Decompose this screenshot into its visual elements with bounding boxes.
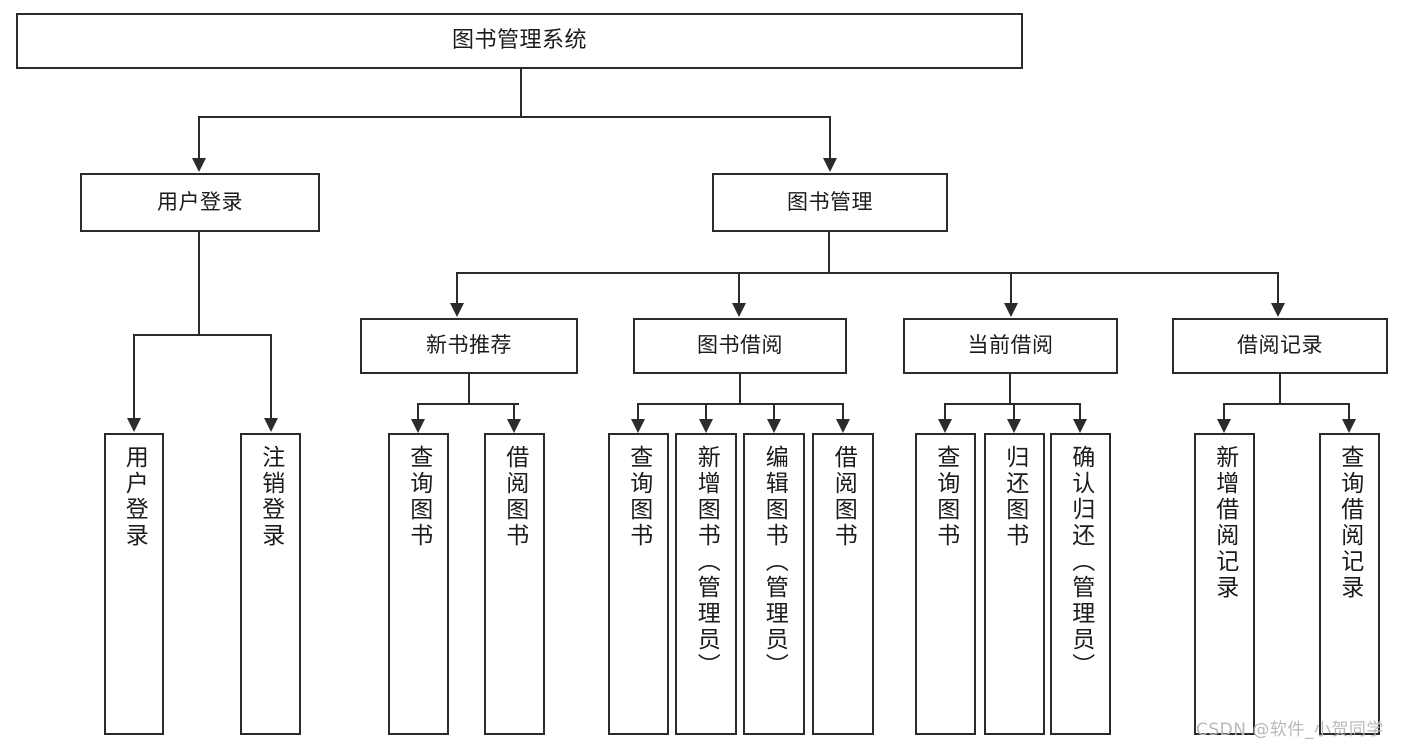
edge-group-drop bbox=[1348, 403, 1350, 419]
arrow-head-icon bbox=[450, 303, 464, 317]
edge-group-bar bbox=[638, 403, 843, 405]
edge-root-bar bbox=[199, 116, 831, 118]
arrow-head-icon bbox=[411, 419, 425, 433]
node-label: 新增图书（管理员） bbox=[693, 445, 720, 679]
edge-group-stem bbox=[468, 374, 470, 403]
node-label: 新书推荐 bbox=[426, 333, 512, 358]
node-book-borrow[interactable]: 图书借阅 bbox=[633, 318, 847, 374]
edge-group-drop bbox=[1013, 403, 1015, 419]
edge-group-bar bbox=[418, 403, 519, 405]
node-label: 借阅图书 bbox=[830, 445, 857, 549]
node-label: 用户登录 bbox=[157, 189, 243, 214]
node-label: 注销登录 bbox=[257, 445, 284, 549]
edge-group-drop bbox=[842, 403, 844, 419]
node-undefined[interactable]: 图书管理系统 bbox=[16, 13, 1023, 69]
node-leaf-query-book-3[interactable]: 查询图书 bbox=[915, 433, 976, 735]
arrow-head-icon bbox=[192, 158, 206, 172]
edge-bookmanage-drop bbox=[738, 272, 740, 303]
edge-userlogin-stem bbox=[198, 232, 200, 335]
node-label: 查询图书 bbox=[625, 445, 652, 549]
node-label: 查询借阅记录 bbox=[1336, 445, 1363, 601]
node-current-borrow[interactable]: 当前借阅 bbox=[903, 318, 1118, 374]
edge-group-bar bbox=[945, 403, 1080, 405]
edge-root-stem bbox=[520, 69, 522, 117]
edge-bookmanage-drop bbox=[1277, 272, 1279, 303]
node-label: 借阅记录 bbox=[1237, 333, 1323, 358]
edge-userlogin-drop bbox=[270, 334, 272, 418]
arrow-head-icon bbox=[1073, 419, 1087, 433]
node-leaf-query-book-1[interactable]: 查询图书 bbox=[388, 433, 449, 735]
node-label: 图书借阅 bbox=[697, 333, 783, 358]
edge-group-drop bbox=[1079, 403, 1081, 419]
arrow-head-icon bbox=[1004, 303, 1018, 317]
node-leaf-borrow-book-2[interactable]: 借阅图书 bbox=[812, 433, 874, 735]
node-leaf-user-logout[interactable]: 注销登录 bbox=[240, 433, 301, 735]
edge-group-drop bbox=[637, 403, 639, 419]
arrow-head-icon bbox=[264, 418, 278, 432]
edge-group-drop bbox=[417, 403, 419, 419]
arrow-head-icon bbox=[631, 419, 645, 433]
arrow-head-icon bbox=[507, 419, 521, 433]
node-label: 确认归还（管理员） bbox=[1067, 445, 1094, 679]
arrow-head-icon bbox=[1217, 419, 1231, 433]
arrow-head-icon bbox=[127, 418, 141, 432]
node-leaf-query-book-2[interactable]: 查询图书 bbox=[608, 433, 669, 735]
arrow-head-icon bbox=[699, 419, 713, 433]
edge-bookmanage-drop bbox=[1010, 272, 1012, 303]
node-leaf-edit-book[interactable]: 编辑图书（管理员） bbox=[743, 433, 805, 735]
node-label: 查询图书 bbox=[932, 445, 959, 549]
edge-group-stem bbox=[1009, 374, 1011, 403]
edge-group-drop bbox=[773, 403, 775, 419]
node-label: 编辑图书（管理员） bbox=[761, 445, 788, 679]
node-leaf-query-borrow-record[interactable]: 查询借阅记录 bbox=[1319, 433, 1380, 735]
node-leaf-confirm-return[interactable]: 确认归还（管理员） bbox=[1050, 433, 1111, 735]
arrow-head-icon bbox=[732, 303, 746, 317]
edge-root-drop bbox=[198, 116, 200, 158]
arrow-head-icon bbox=[1007, 419, 1021, 433]
node-label: 借阅图书 bbox=[501, 445, 528, 549]
node-label: 当前借阅 bbox=[967, 333, 1054, 358]
edge-root-drop bbox=[829, 116, 831, 158]
edge-bookmanage-stem bbox=[828, 232, 830, 273]
edge-group-bar bbox=[1224, 403, 1349, 405]
edge-bookmanage-bar bbox=[457, 272, 1279, 274]
edge-userlogin-bar bbox=[134, 334, 272, 336]
node-new-book-recommend[interactable]: 新书推荐 bbox=[360, 318, 578, 374]
arrow-head-icon bbox=[1271, 303, 1285, 317]
edge-userlogin-drop bbox=[133, 334, 135, 418]
node-leaf-borrow-book-1[interactable]: 借阅图书 bbox=[484, 433, 545, 735]
node-label: 新增借阅记录 bbox=[1211, 445, 1238, 601]
node-borrow-record[interactable]: 借阅记录 bbox=[1172, 318, 1388, 374]
node-book-manage[interactable]: 图书管理 bbox=[712, 173, 948, 232]
node-label: 图书管理系统 bbox=[451, 27, 587, 53]
edge-group-stem bbox=[1279, 374, 1281, 403]
node-label: 查询图书 bbox=[405, 445, 432, 549]
arrow-head-icon bbox=[823, 158, 837, 172]
node-label: 归还图书 bbox=[1001, 445, 1028, 549]
arrow-head-icon bbox=[836, 419, 850, 433]
arrow-head-icon bbox=[767, 419, 781, 433]
edge-group-drop bbox=[513, 403, 515, 419]
node-leaf-return-book[interactable]: 归还图书 bbox=[984, 433, 1045, 735]
node-leaf-add-borrow-record[interactable]: 新增借阅记录 bbox=[1194, 433, 1255, 735]
node-user-login[interactable]: 用户登录 bbox=[80, 173, 320, 232]
edge-group-drop bbox=[705, 403, 707, 419]
edge-bookmanage-drop bbox=[456, 272, 458, 303]
edge-group-drop bbox=[1223, 403, 1225, 419]
edge-group-stem bbox=[739, 374, 741, 403]
node-leaf-add-book[interactable]: 新增图书（管理员） bbox=[675, 433, 737, 735]
arrow-head-icon bbox=[938, 419, 952, 433]
node-leaf-user-login[interactable]: 用户登录 bbox=[104, 433, 164, 735]
arrow-head-icon bbox=[1342, 419, 1356, 433]
node-label: 图书管理 bbox=[787, 189, 873, 214]
edge-group-drop bbox=[944, 403, 946, 419]
node-label: 用户登录 bbox=[121, 445, 148, 549]
